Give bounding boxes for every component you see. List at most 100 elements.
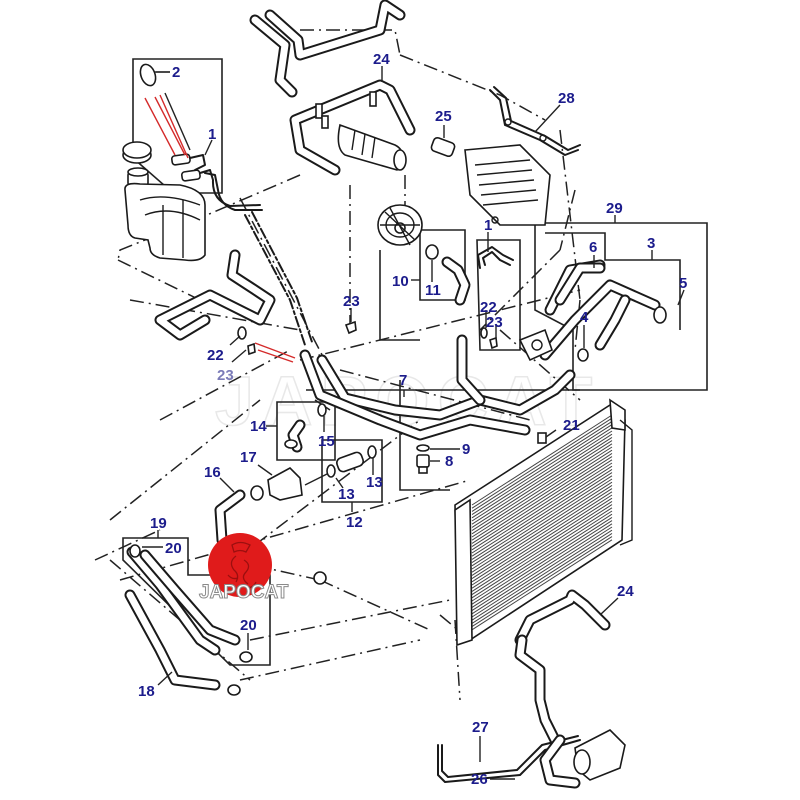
hose-1-right <box>477 246 514 269</box>
radiator-fin <box>471 420 613 512</box>
radiator-fin <box>471 440 613 532</box>
grouping-boxes <box>122 58 708 666</box>
callout-8: 8 <box>445 453 453 470</box>
radiator-fin <box>471 536 613 628</box>
callout-12: 12 <box>346 514 363 531</box>
radiator-fin <box>471 491 613 583</box>
box-group-12 <box>321 439 383 503</box>
logo-emblem-icon <box>227 541 257 588</box>
callout-2: 2 <box>172 64 180 81</box>
logo-wordmark: JAPOCAT <box>199 582 289 603</box>
callout-13-left: 13 <box>338 486 355 503</box>
callout-9: 9 <box>462 441 470 458</box>
connector-12-13-17 <box>250 445 377 501</box>
callout-7: 7 <box>399 372 407 389</box>
callout-25: 25 <box>435 108 452 125</box>
radiator-fin <box>471 443 613 535</box>
radiator-fin <box>471 436 613 528</box>
radiator-fin <box>471 484 613 576</box>
box-group-1b <box>476 239 521 351</box>
radiator-fin <box>471 465 613 557</box>
callout-6: 6 <box>589 239 597 256</box>
leader-lines <box>142 66 685 780</box>
callout-15: 15 <box>318 433 335 450</box>
radiator-fin <box>471 424 613 516</box>
radiator-fin <box>471 478 613 570</box>
box-group-14 <box>276 401 336 461</box>
radiator-fin <box>471 513 613 605</box>
radiator-fin <box>471 516 613 608</box>
callout-11: 11 <box>425 282 441 299</box>
heater-pipe-top <box>249 0 406 98</box>
callout-16: 16 <box>204 464 221 481</box>
box-group-19 <box>122 537 271 666</box>
bypass-hose-left <box>154 249 276 341</box>
callout-27: 27 <box>472 719 489 736</box>
callout-5: 5 <box>679 275 687 292</box>
radiator-fin <box>471 510 613 602</box>
radiator-fin <box>471 427 613 519</box>
pipe-24-lower <box>514 589 611 746</box>
radiator-fin <box>471 430 613 522</box>
bleed-hose-1 <box>170 153 263 211</box>
radiator-fin <box>471 481 613 573</box>
callout-29: 29 <box>606 200 623 217</box>
radiator-fin <box>471 456 613 548</box>
hose-26-27 <box>437 729 626 789</box>
radiator-fin <box>471 446 613 538</box>
radiator-fin <box>471 532 613 624</box>
callout-22-left: 22 <box>207 347 224 364</box>
box-group-23 <box>379 250 420 341</box>
radiator-fin <box>471 488 613 580</box>
hose-19 <box>126 544 253 663</box>
auxiliary-pump <box>337 123 407 171</box>
clips-22-23-centre <box>344 320 498 350</box>
japocat-logo: JAPOCAT <box>199 533 289 604</box>
radiator-fin <box>471 449 613 541</box>
bleed-screw-8-9 <box>416 444 430 474</box>
callout-23-left: 23 <box>217 367 234 384</box>
pipe-24-upper <box>289 79 416 176</box>
callout-20-top: 20 <box>165 540 182 557</box>
radiator-fin <box>471 497 613 589</box>
callout-26: 26 <box>471 771 488 788</box>
callout-4: 4 <box>580 309 589 326</box>
radiator-fin <box>471 468 613 560</box>
radiator-fin <box>471 417 613 509</box>
callout-21: 21 <box>563 417 580 434</box>
radiator-fin <box>471 433 613 525</box>
radiator-fin <box>471 452 613 544</box>
radiator-fin <box>471 539 613 631</box>
box-group-3 <box>545 232 681 330</box>
pipe-28 <box>489 86 581 156</box>
callout-17: 17 <box>240 449 257 466</box>
red-leader-lines <box>144 92 296 363</box>
box-group-8 <box>399 380 450 491</box>
callout-24: 24 <box>373 51 390 68</box>
radiator-fin <box>471 523 613 615</box>
radiator-fin <box>471 504 613 596</box>
radiator-fin <box>471 472 613 564</box>
callout-19: 19 <box>150 515 167 532</box>
radiator-fin <box>471 507 613 599</box>
pipe-7 <box>299 334 576 441</box>
radiator <box>454 398 633 647</box>
clips-22-23-left <box>237 326 256 356</box>
callout-24-lower: 24 <box>617 583 634 600</box>
radiator-fin <box>471 462 613 554</box>
callout-22-centre: 22 <box>480 299 497 316</box>
radiator-fin <box>471 475 613 567</box>
expansion-tank <box>122 141 206 262</box>
callout-28: 28 <box>558 90 575 107</box>
callout-23-centre: 23 <box>486 314 503 331</box>
radiator-fin <box>471 414 613 506</box>
callout-13-right: 13 <box>366 474 383 491</box>
hose-18 <box>124 589 241 696</box>
logo-red-circle <box>208 533 272 597</box>
callout-3: 3 <box>647 235 655 252</box>
hose-10 <box>425 244 471 306</box>
callout-14: 14 <box>250 418 267 435</box>
radiator-fin <box>471 529 613 621</box>
callout-20-bottom: 20 <box>240 617 257 634</box>
